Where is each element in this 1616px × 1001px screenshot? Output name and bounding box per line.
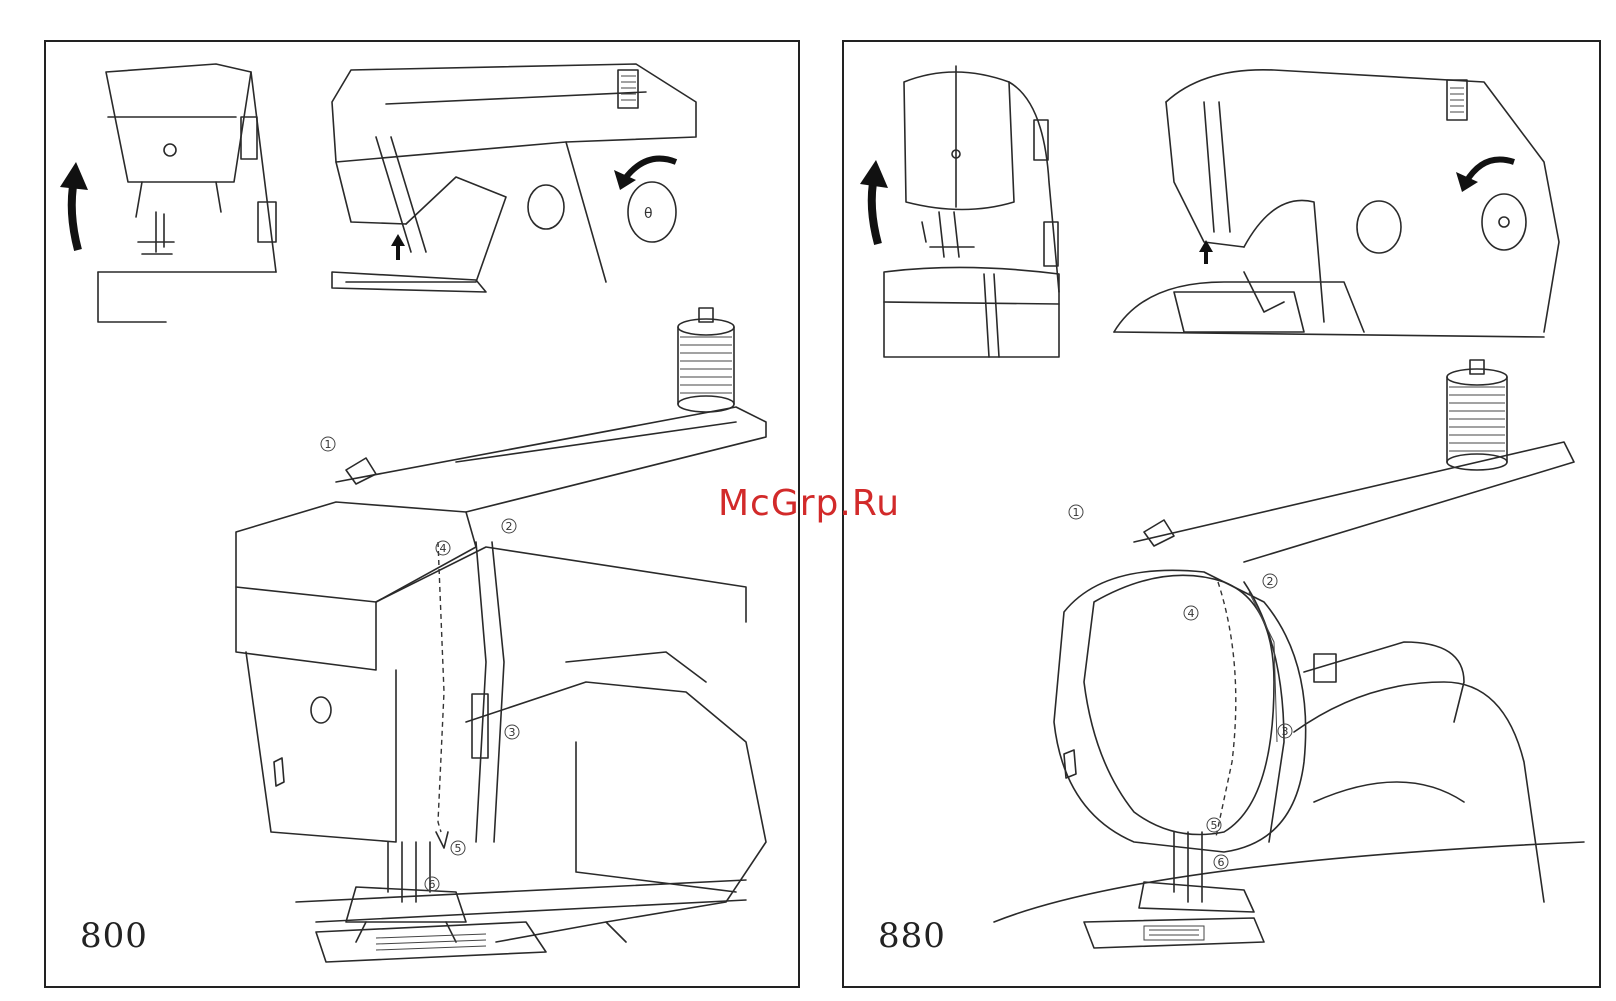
callout-2: 2 <box>1267 575 1274 588</box>
callout-5: 5 <box>1211 819 1218 832</box>
callout-6: 6 <box>429 878 436 891</box>
watermark: McGrp.Ru <box>718 483 900 524</box>
rotate-arrow-icon <box>614 159 676 190</box>
callouts-800: 1 2 3 4 5 6 <box>321 437 519 891</box>
head-view-880 <box>1114 70 1559 337</box>
main-machine-800: 1 2 3 4 5 6 <box>236 308 766 962</box>
main-machine-880: 1 2 3 4 5 6 <box>994 360 1584 948</box>
spool-icon <box>1447 360 1507 470</box>
callout-3: 3 <box>1282 725 1289 738</box>
callout-5: 5 <box>455 842 462 855</box>
head-view-800: θ <box>332 64 696 292</box>
front-view-800 <box>98 64 276 322</box>
illustration-880: 1 2 3 4 5 6 <box>844 42 1601 988</box>
rotate-arrow-icon <box>1456 160 1514 193</box>
arrow-up-icon <box>60 162 88 250</box>
callout-3: 3 <box>509 726 516 739</box>
illustration-800: θ <box>46 42 800 988</box>
svg-text:θ: θ <box>644 206 653 222</box>
arrow-up-icon <box>860 160 888 244</box>
callout-1: 1 <box>325 438 332 451</box>
model-number: 800 <box>80 916 148 956</box>
callout-1: 1 <box>1073 506 1080 519</box>
callout-4: 4 <box>1188 607 1195 620</box>
panel-model-880: 1 2 3 4 5 6 880 <box>842 40 1601 988</box>
callout-4: 4 <box>440 542 447 555</box>
callout-2: 2 <box>506 520 513 533</box>
callout-6: 6 <box>1218 856 1225 869</box>
callouts-880: 1 2 3 4 5 6 <box>1069 505 1292 869</box>
front-view-880 <box>884 66 1059 357</box>
panel-model-800: θ <box>44 40 800 988</box>
model-number: 880 <box>878 916 946 956</box>
spool-icon <box>678 308 734 412</box>
